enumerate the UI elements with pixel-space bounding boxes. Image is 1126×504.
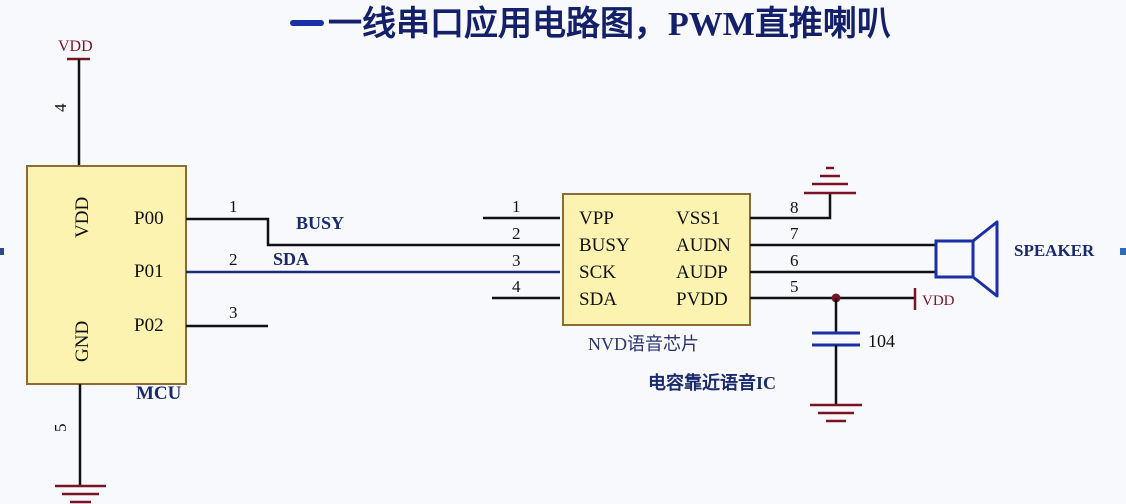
mcu-pin-number-2: 2 [229, 250, 238, 269]
mcu-name: MCU [136, 383, 182, 404]
mcu-pin-p02: P02 [134, 315, 164, 336]
voice-pin-pvdd: PVDD [676, 289, 728, 310]
voice-pin-number-4: 4 [512, 277, 521, 296]
voice-pin-busy: BUSY [579, 235, 630, 256]
voice-pin-number-2: 2 [512, 224, 521, 243]
net-label-sda: SDA [273, 249, 309, 269]
speaker-icon[interactable] [934, 220, 999, 298]
voice-pin-audp: AUDP [676, 262, 728, 283]
edge-marker-right [1120, 248, 1126, 255]
mcu-pin-gnd: GND [72, 321, 93, 362]
voice-chip[interactable] [562, 193, 751, 326]
mcu-pin-vdd: VDD [72, 197, 93, 238]
voice-pin-number-5: 5 [790, 277, 799, 296]
vss1-wire [750, 193, 832, 220]
net-label-busy: BUSY [296, 213, 344, 233]
voice-pin-number-7: 7 [790, 224, 799, 243]
cap-ground-icon [810, 403, 862, 423]
mcu-pin-number-3: 3 [229, 303, 238, 322]
voice-pin-sck: SCK [579, 262, 616, 283]
voice-pin-sda: SDA [579, 289, 617, 310]
mcu-pin-p00: P00 [134, 208, 164, 229]
voice-pin-audn: AUDN [676, 235, 731, 256]
voice-pin-vss1: VSS1 [676, 208, 720, 229]
diagram-title: 一线串口应用电路图，PWM直推喇叭 [328, 5, 891, 43]
speaker-label: SPEAKER [1014, 241, 1095, 260]
mcu-vdd-label: VDD [58, 38, 93, 55]
voice-pin-number-1: 1 [512, 197, 521, 216]
voice-pin-number-6: 6 [790, 251, 799, 270]
mcu-pin-number-1: 1 [229, 197, 238, 216]
mcu-pin-number-5: 5 [51, 424, 70, 433]
mcu-pin-number-4: 4 [51, 103, 70, 112]
busy-wire [186, 217, 560, 247]
vdd-right-label: VDD [922, 293, 955, 309]
mcu-chip[interactable] [26, 165, 187, 385]
mcu-ground-icon [55, 484, 106, 504]
voice-pin-vpp: VPP [579, 208, 614, 229]
voice-pin-number-3: 3 [512, 251, 521, 270]
voice-chip-name: NVD语音芯片 [588, 334, 699, 354]
capacitor-value: 104 [868, 331, 895, 351]
capacitor-note: 电容靠近语音IC [648, 372, 776, 393]
title-dash [290, 20, 324, 26]
capacitor-icon[interactable] [812, 331, 860, 347]
vss-ground-icon [804, 166, 856, 195]
mcu-pin-p01: P01 [134, 261, 164, 282]
voice-pin-number-8: 8 [790, 198, 799, 217]
edge-marker-left [0, 248, 4, 255]
